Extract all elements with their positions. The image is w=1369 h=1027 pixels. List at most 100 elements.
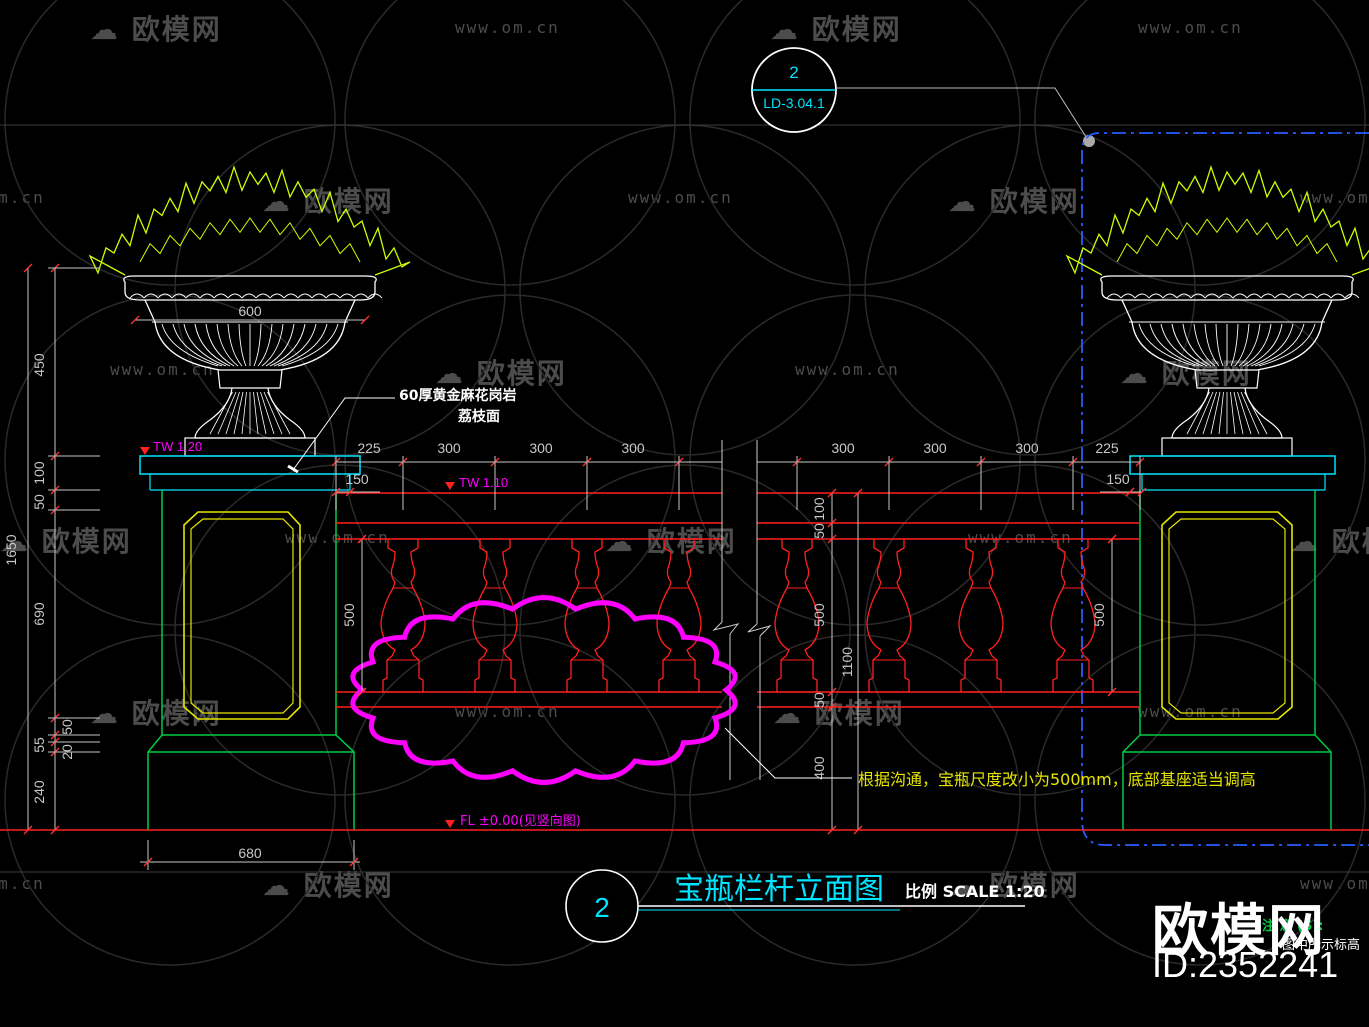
watermark-circle	[519, 464, 851, 796]
level-fl-label: FL ±0.00(见竖向图)	[460, 813, 581, 829]
level-marker-fl: FL ±0.00(见竖向图)	[445, 813, 581, 829]
watermark-circle	[1034, 634, 1366, 966]
dimension-tick	[827, 488, 837, 498]
drawing-title-block: 2 宝瓶栏杆立面图 比例 SCALE 1:20	[565, 869, 1045, 943]
watermark-url: www.om.cn	[110, 360, 215, 379]
dimension-tick	[130, 315, 140, 325]
urn-collar	[217, 369, 283, 389]
urn-fluting	[238, 323, 247, 367]
dimension-label: 50	[59, 719, 75, 735]
urn-stem-fluting	[267, 391, 291, 435]
urn-stem-fluting	[1218, 391, 1224, 435]
dimension-label: 680	[238, 845, 262, 861]
dimension-tick	[853, 488, 863, 498]
dimension-label: 100	[811, 497, 827, 521]
urn-bowl	[144, 299, 356, 371]
planter-urn-right	[1065, 165, 1369, 457]
dimension-tick	[50, 825, 60, 835]
level-marker-tw-120: TW 1.20	[140, 439, 202, 455]
plant-foliage	[1065, 165, 1369, 276]
dimension-label: 50	[811, 523, 827, 539]
asset-id: ID:2352241	[1152, 944, 1339, 985]
notes-text: 图中所示标高	[1282, 938, 1361, 953]
dimension-tick	[853, 825, 863, 835]
dimension-tick	[143, 857, 153, 867]
watermark-url: www.om.cn	[1300, 874, 1369, 893]
watermark-circle	[864, 124, 1196, 456]
granite-label-line1: 60厚黄金麻花岗岩	[399, 387, 516, 404]
watermark-circle	[689, 0, 1021, 286]
watermark-circle	[1034, 294, 1366, 626]
section-callout-top[interactable]: 2 LD-3.04.1	[751, 47, 1095, 147]
urn-stem-fluting	[1194, 391, 1214, 435]
urn-fluting	[1234, 323, 1250, 367]
baluster	[564, 539, 610, 693]
dimension-label: 55	[31, 737, 47, 753]
urn-rim-scallop	[129, 293, 383, 299]
watermark-circles	[4, 0, 1366, 966]
baluster	[774, 539, 820, 693]
watermark-circle	[864, 464, 1196, 796]
dimension-tick	[357, 534, 367, 544]
dimension-label: 50	[811, 692, 827, 708]
urn-fluting	[172, 323, 223, 367]
dimension-tick	[827, 687, 837, 697]
urn-rim	[1100, 275, 1354, 301]
watermark-url: www.om.cn	[455, 18, 560, 37]
dimension-tick	[1107, 534, 1117, 544]
frame-lines	[0, 124, 1369, 873]
watermark-url: www.om.cn	[1138, 18, 1243, 37]
urn-fluting	[257, 323, 273, 367]
urn-stem-fluting	[217, 391, 237, 435]
dimension-label: 225	[357, 440, 381, 456]
balusters	[380, 539, 1096, 693]
urn-stem-fluting	[1186, 391, 1210, 435]
watermark-circle	[519, 124, 851, 456]
urn-stem-fluting	[260, 391, 275, 435]
callout-sheet: LD-3.04.1	[763, 95, 825, 111]
watermark-url: www.om.cn	[0, 188, 45, 207]
dimension-label: 150	[1106, 471, 1130, 487]
urn-fluting	[1250, 323, 1294, 367]
granite-label-line2: 荔枝面	[457, 408, 500, 425]
watermark-circle	[344, 0, 676, 286]
watermark-url: www.om.cn	[968, 528, 1073, 547]
dimension-tick	[23, 825, 33, 835]
watermark-url: www.om.cn	[1138, 702, 1243, 721]
watermark-circle	[689, 634, 1021, 966]
baluster	[866, 539, 912, 693]
watermark-logo: ☁ 欧模网	[262, 869, 394, 902]
dimension-label: 450	[31, 353, 47, 377]
dimension-tick	[827, 518, 837, 528]
dimension-tick	[23, 263, 33, 273]
urn-fluting	[216, 323, 239, 367]
watermark-circle	[344, 294, 676, 626]
baluster	[380, 539, 426, 693]
dimension-label: 500	[341, 603, 357, 627]
callout-number: 2	[789, 63, 798, 82]
drawing-title: 宝瓶栏杆立面图	[674, 872, 884, 907]
urn-bowl	[1121, 299, 1333, 371]
title-number: 2	[594, 892, 610, 923]
watermark-url: www.om.cn	[795, 360, 900, 379]
level-tw-120-label: TW 1.20	[153, 439, 202, 454]
revision-cloud	[350, 595, 738, 785]
dimension-label: 400	[811, 756, 827, 780]
dimension-label: 300	[621, 440, 645, 456]
drawing-scale: 比例 SCALE 1:20	[905, 882, 1045, 901]
urn-rim	[123, 275, 377, 301]
urn-stem-fluting	[253, 391, 259, 435]
urn-fluting	[1171, 323, 1208, 367]
urn-fluting	[205, 323, 235, 367]
dimension-tick	[1107, 687, 1117, 697]
planter-urn-left	[88, 165, 411, 457]
brand-logo-text: 欧模网	[1152, 899, 1326, 964]
plant-foliage-inner	[139, 217, 361, 263]
urn-stem-fluting	[256, 391, 267, 435]
level-tw-110-label: TW 1.10	[459, 475, 508, 490]
urn-fluting	[1254, 323, 1305, 367]
dimension-label: 600	[238, 303, 262, 319]
dimension-tick	[345, 487, 355, 497]
granite-callout: 60厚黄金麻花岗岩 荔枝面	[287, 387, 516, 474]
